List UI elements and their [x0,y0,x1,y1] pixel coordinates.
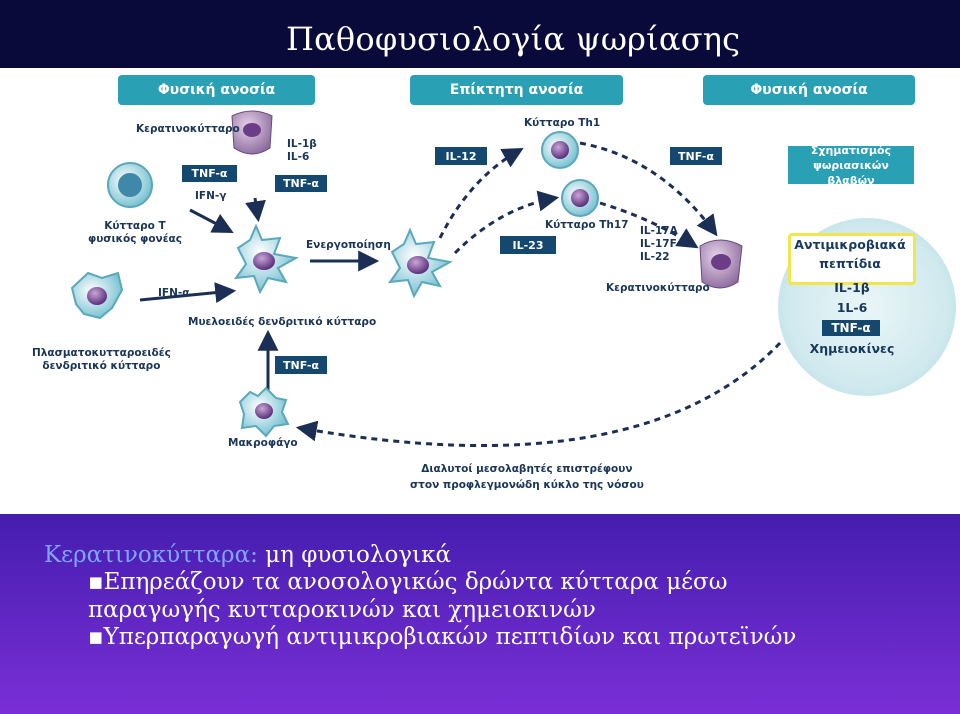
arrow-nkt-dc [189,208,234,233]
arrow-to-th1 [438,147,524,239]
keratinocytes-heading: Κερατινοκύτταρα: μη φυσιολογικά [44,542,451,568]
antimicrobial-peptides-highlight [788,233,916,285]
arrow-to-th17 [453,190,560,255]
lesion-formation-box: Σχηματισμός ψωριασικών βλαβών [788,144,914,187]
il23-box: IL-23 [500,236,556,254]
arrow-feedback-loop [295,341,782,448]
antimicrobial-peptides-label: Αντιμικροβιακά πεπτίδια [794,237,906,271]
ifn-alpha-label: IFN-α [158,287,190,299]
ring-chemokines-label: Χημειοκίνες [809,341,895,356]
keratinocyte-right-label: Κερατινοκύτταρο [606,282,710,294]
ring-il1b-label: IL-1β [834,280,870,295]
pdc-label: Πλασματοκυτταροειδές δενδριτικό κύτταρο [32,347,171,372]
tnf-alpha-box-4: TNF-α [275,356,327,374]
bullet-1-line-1: ▪Επηρεάζουν τα ανοσολογικώς δρώντα κύττα… [88,569,728,595]
arrow-keratinocyte-dc [245,197,266,223]
header-acquired: Επίκτητη ανοσία [410,75,623,105]
tnf-alpha-box-1: TNF-α [182,165,237,182]
title-bar [0,0,960,68]
ring-tnf-alpha-box: TNF-α [822,320,880,336]
header-innate-left: Φυσική ανοσία [118,75,315,105]
macrophage-label: Μακροφάγο [228,437,298,449]
feedback-label: Διαλυτοί μεσολαβητές επιστρέφουν στον πρ… [410,463,644,491]
myeloid-dc-icon [233,223,299,295]
tnf-alpha-box-2: TNF-α [275,175,327,192]
pathophysiology-diagram [70,110,782,448]
arrow-pdc-dc [139,282,237,304]
arrow-th1-keratinocyte [579,141,718,237]
ring-il6-label: 1L-6 [836,300,868,315]
nk-t-cell-label: Κύτταρο Τ φυσικός φονέας [88,220,182,245]
bottom-text-block: Κερατινοκύτταρα: μη φυσιολογικά ▪Επηρεάζ… [44,542,924,652]
bullet-2: ▪Υπερπαραγωγή αντιμικροβιακών πεπτιδίων … [88,624,797,650]
myeloid-dc-label: Μυελοειδές δενδριτικό κύτταρο [188,316,377,328]
keratinocyte-top-label: Κερατινοκύτταρο [136,123,240,135]
il17-il22-label: IL-17A IL-17F IL-22 [640,225,678,263]
th17-label: Κύτταρο Th17 [545,219,629,231]
activation-label: Ενεργοποίηση [306,239,391,251]
header-innate-right: Φυσική ανοσία [703,75,915,105]
ifn-gamma-label: IFN-γ [195,190,227,202]
th1-label: Κύτταρο Th1 [524,117,601,129]
il12-box: IL-12 [435,147,487,165]
macrophage-icon [238,386,290,438]
il1b-il6-label: IL-1β IL-6 [287,138,317,163]
bullet-1-line-2: παραγωγής κυτταροκινών και χημειοκινών [88,596,596,623]
slide-title: Παθοφυσιολογία ψωρίασης [286,20,741,58]
activated-dc-icon [387,227,453,299]
tnf-alpha-box-3: TNF-α [670,147,722,165]
arrow-th17-keratinocyte [599,201,699,249]
